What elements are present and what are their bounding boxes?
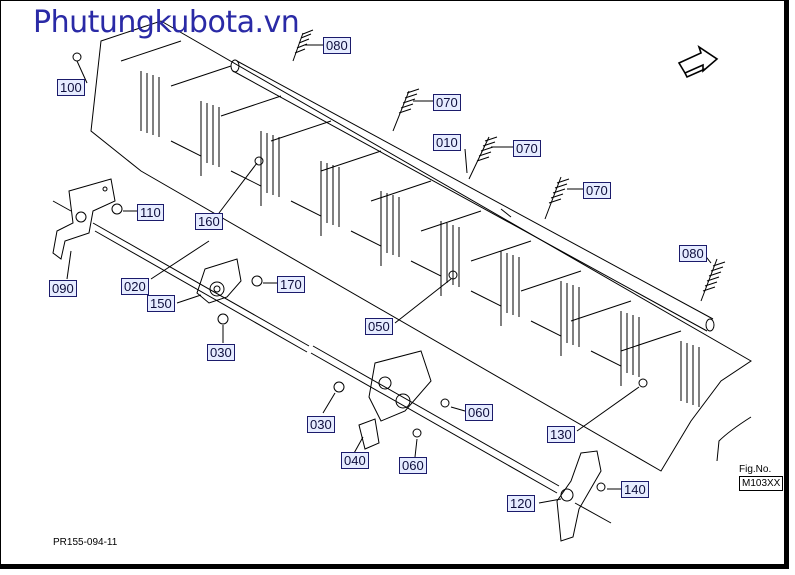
figure-reference-number: M103XX — [739, 476, 784, 491]
direction-arrow-icon — [677, 45, 719, 79]
part-label-060-bottom[interactable]: 060 — [399, 457, 427, 474]
leader-lines — [66, 44, 752, 504]
part-label-030-left[interactable]: 030 — [207, 344, 235, 361]
part-label-090[interactable]: 090 — [49, 280, 77, 297]
center-assembly — [333, 350, 450, 450]
part-label-020[interactable]: 020 — [121, 278, 149, 295]
spring-070-3 — [544, 176, 570, 220]
part-label-120[interactable]: 120 — [507, 495, 535, 512]
spring-080-top — [292, 29, 314, 62]
part-label-060-right[interactable]: 060 — [465, 404, 493, 421]
parts-diagram-drawing — [52, 20, 752, 542]
part-label-080-top[interactable]: 080 — [323, 37, 351, 54]
watermark-text: Phutungkubota.vn — [33, 5, 300, 40]
part-label-140[interactable]: 140 — [621, 481, 649, 498]
spring-070-2 — [468, 136, 498, 180]
figure-reference-title: Fig.No. — [739, 464, 772, 475]
part-label-170[interactable]: 170 — [277, 276, 305, 293]
part-label-130[interactable]: 130 — [547, 426, 575, 443]
spring-070-1 — [392, 88, 420, 132]
main-rail — [230, 59, 715, 332]
part-label-110[interactable]: 110 — [137, 204, 164, 221]
part-label-030-center[interactable]: 030 — [307, 416, 335, 433]
part-label-070-2[interactable]: 070 — [513, 140, 541, 157]
bracket-090 — [52, 178, 116, 260]
shaft-020 — [52, 200, 560, 494]
part-label-070-1[interactable]: 070 — [433, 94, 461, 111]
part-label-050[interactable]: 050 — [365, 318, 393, 335]
bracket-120 — [556, 450, 612, 542]
comb-plate-band — [90, 20, 752, 472]
drawing-code: PR155-094-11 — [53, 537, 118, 548]
part-label-040[interactable]: 040 — [341, 452, 369, 469]
part-label-150[interactable]: 150 — [147, 295, 175, 312]
part-label-160[interactable]: 160 — [195, 213, 223, 230]
pivot-150 — [196, 258, 242, 304]
part-label-070-3[interactable]: 070 — [583, 182, 611, 199]
figure-reference: Fig.No. M103XX — [739, 463, 784, 491]
part-label-100[interactable]: 100 — [57, 79, 85, 96]
part-label-010[interactable]: 010 — [433, 134, 461, 151]
spring-080-right — [700, 258, 726, 302]
part-label-080-right[interactable]: 080 — [679, 245, 707, 262]
